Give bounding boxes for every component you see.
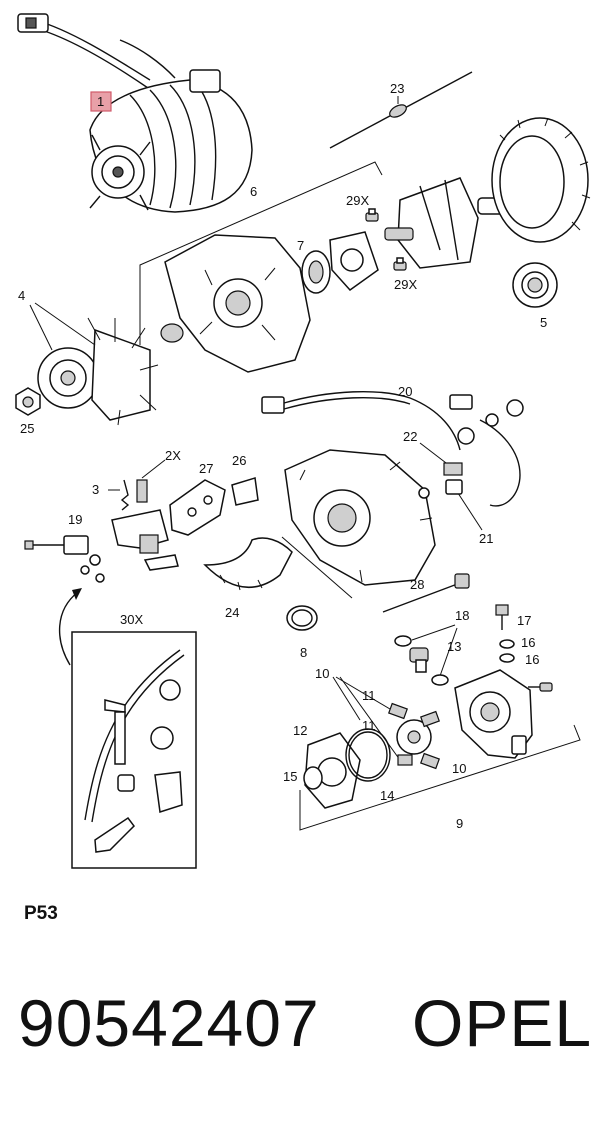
leader-4b <box>34 302 96 346</box>
label-8: 8 <box>300 645 307 660</box>
part-20-harness <box>261 390 524 507</box>
label-16b: 16 <box>525 652 539 667</box>
label-9: 9 <box>456 816 463 831</box>
part-stator <box>491 117 591 243</box>
part-23-pin <box>329 71 473 149</box>
label-7: 7 <box>297 238 304 253</box>
leader-21 <box>455 489 483 531</box>
part-spacer <box>160 323 184 343</box>
label-21: 21 <box>479 531 493 546</box>
part-22-clip <box>443 462 463 476</box>
leader-22 <box>419 442 451 467</box>
label-11a: 11 <box>362 688 376 703</box>
part-7-bearing <box>301 250 331 294</box>
leader-10b <box>335 676 396 713</box>
label-20: 20 <box>398 384 412 399</box>
label-16a: 16 <box>521 635 535 650</box>
part-18-washer-b <box>431 674 449 686</box>
part-4-pulley-fan <box>37 317 159 426</box>
leader-18b <box>439 627 458 677</box>
label-10a: 10 <box>315 666 329 681</box>
part-15-seal <box>303 766 323 790</box>
part-29x-screws <box>365 208 407 271</box>
part-13-switch <box>409 647 429 673</box>
label-1: 1 <box>97 94 104 109</box>
label-24: 24 <box>225 605 239 620</box>
arrow-head <box>72 588 82 600</box>
label-18: 18 <box>455 608 469 623</box>
label-30x: 30X <box>120 612 143 627</box>
label-28: 28 <box>410 577 424 592</box>
label-25: 25 <box>20 421 34 436</box>
leader-10c <box>339 676 401 761</box>
part-drive-end-housing <box>164 234 311 373</box>
item-1-highlight <box>90 91 112 112</box>
part-14-oring <box>345 728 391 782</box>
label-29x-upper: 29X <box>346 193 369 208</box>
part-5-bearing <box>512 262 558 308</box>
label-27: 27 <box>199 461 213 476</box>
label-6: 6 <box>250 184 257 199</box>
label-13: 13 <box>447 639 461 654</box>
label-10b: 10 <box>452 761 466 776</box>
leader-18a <box>411 624 456 641</box>
label-23: 23 <box>390 81 404 96</box>
part-rotor <box>384 177 509 269</box>
part-retainer-plate <box>329 231 379 291</box>
label-11b: 11 <box>362 718 376 733</box>
part-3-springs <box>120 479 148 511</box>
label-3: 3 <box>92 482 99 497</box>
part-19-capacitor <box>24 535 105 583</box>
part-16-washer-b <box>499 653 515 663</box>
part-number: 90542407 <box>18 986 320 1060</box>
label-15: 15 <box>283 769 297 784</box>
part-rear-housing <box>284 449 436 586</box>
part-16-washer-a <box>499 639 515 649</box>
leader-4a <box>29 304 53 351</box>
part-18-washer-a <box>394 635 412 647</box>
leader-10a <box>332 676 361 721</box>
label-5: 5 <box>540 315 547 330</box>
part-26-clip <box>231 477 259 506</box>
label-14: 14 <box>380 788 394 803</box>
kit-30x-box <box>71 631 197 869</box>
part-8-ring <box>286 605 318 631</box>
part-17-bolt <box>495 604 509 630</box>
label-26: 26 <box>232 453 246 468</box>
alternator-assembly <box>17 13 253 213</box>
part-24-rectifier <box>203 537 293 591</box>
label-2x: 2X <box>165 448 181 463</box>
arrow-to-kit <box>59 591 79 666</box>
part-vacuum-pump <box>454 669 553 759</box>
label-17: 17 <box>517 613 531 628</box>
part-25-nut <box>15 387 41 416</box>
bracket-9 <box>299 724 581 831</box>
brand-name: OPEL <box>412 986 593 1060</box>
leader-2x <box>141 459 166 479</box>
bracket-rear <box>281 536 353 599</box>
part-28-bolt <box>382 573 470 613</box>
label-12: 12 <box>293 723 307 738</box>
part-21-clamp <box>445 479 463 495</box>
alternator-exploded-diagram: 1 23 5 29X 29X 6 <box>15 13 591 869</box>
bracket-6 <box>139 161 383 345</box>
label-22: 22 <box>403 429 417 444</box>
part-27-regulator <box>169 479 226 536</box>
part-brush-holder <box>111 509 179 571</box>
label-29x-lower: 29X <box>394 277 417 292</box>
label-19: 19 <box>68 512 82 527</box>
label-4: 4 <box>18 288 25 303</box>
page-code: P53 <box>24 903 58 924</box>
part-vane-rotor <box>388 702 440 770</box>
